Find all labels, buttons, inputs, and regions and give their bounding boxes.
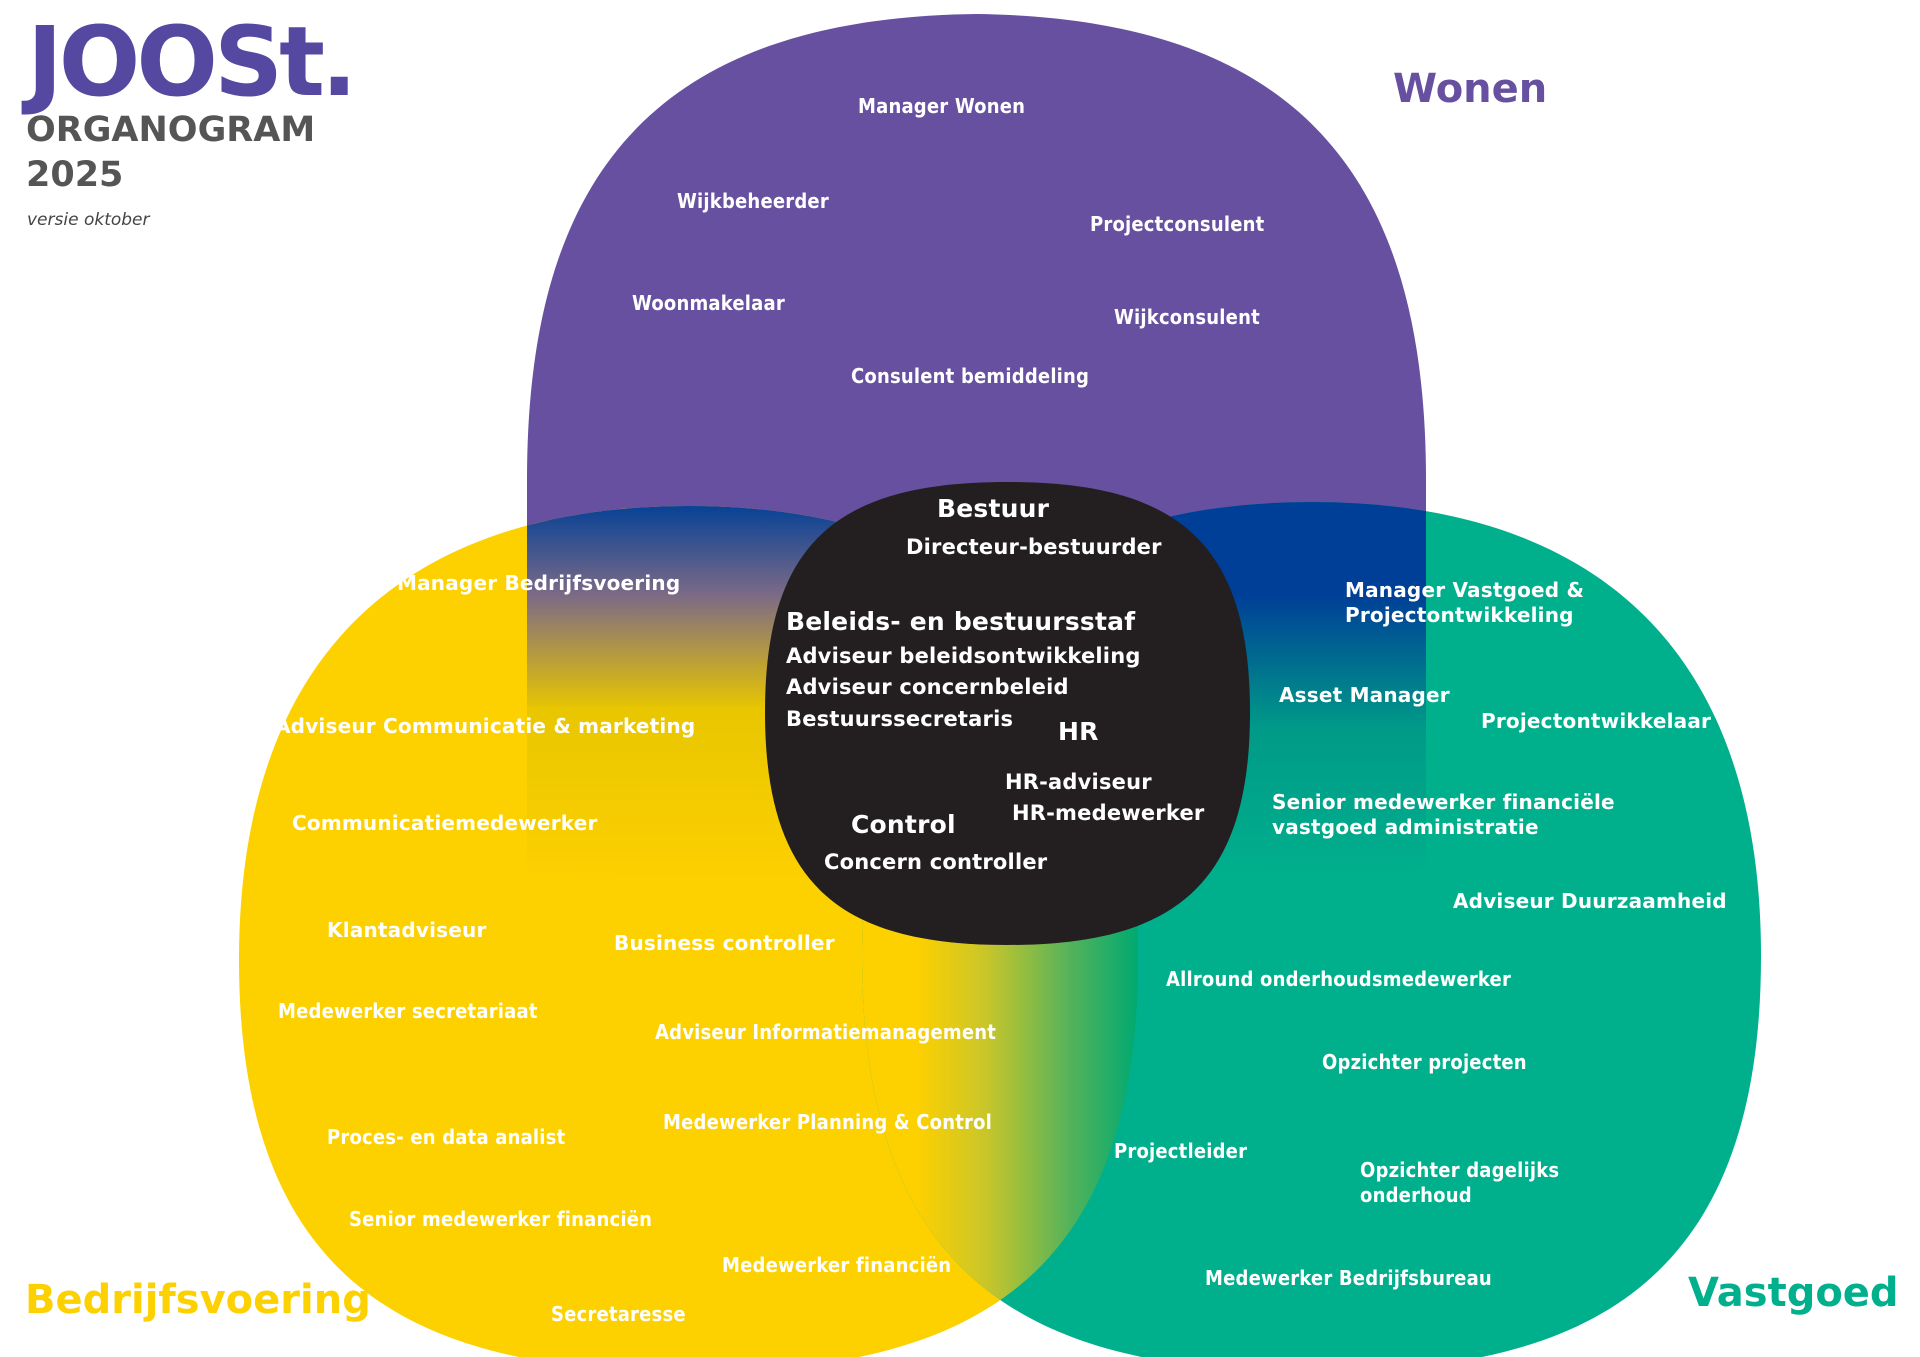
role-hr-medewerker: HR-medewerker [1012,801,1205,825]
center-blob [765,482,1250,945]
role-klantadviseur: Klantadviseur [327,918,487,942]
role-wijkbeheerder: Wijkbeheerder [677,189,829,213]
role-hr-adviseur: HR-adviseur [1005,770,1152,794]
heading-bestuur: Bestuur [937,494,1050,523]
role-medewerker-secretariaat: Medewerker secretariaat [278,999,538,1023]
group-label-wonen: Wonen [1393,66,1548,112]
heading-beleids-bestuursstaf: Beleids- en bestuursstaf [786,607,1136,636]
role-projectleider: Projectleider [1114,1139,1248,1163]
role-directeur-bestuurder: Directeur-bestuurder [906,535,1162,559]
role-proces-data-analist: Proces- en data analist [327,1125,566,1149]
role-senior-medewerker-financien: Senior medewerker financiën [349,1207,653,1231]
group-label-vastgoed: Vastgoed [1688,1270,1899,1316]
page-title: ORGANOGRAM 2025 [26,108,315,198]
role-manager-bedrijfsvoering: Manager Bedrijfsvoering [397,571,681,595]
role-projectontwikkelaar: Projectontwikkelaar [1481,709,1712,733]
role-adviseur-informatiemanagement: Adviseur Informatiemanagement [655,1020,997,1044]
role-communicatiemedewerker: Communicatiemedewerker [292,811,598,835]
role-woonmakelaar: Woonmakelaar [632,291,785,315]
version-label: versie oktober [27,210,150,230]
role-senior-medewerker-financiele-vastgoed-administratie: Senior medewerker financiële vastgoed ad… [1272,790,1615,839]
role-manager-vastgoed-projectontwikkeling: Manager Vastgoed & Projectontwikkeling [1345,578,1585,627]
role-manager-wonen: Manager Wonen [858,94,1026,118]
year-text: 2025 [26,155,124,195]
heading-control: Control [851,810,956,839]
role-opzichter-dagelijks-onderhoud: Opzichter dagelijks onderhoud [1360,1158,1560,1207]
role-business-controller: Business controller [614,931,835,955]
role-projectconsulent: Projectconsulent [1090,212,1265,236]
role-adviseur-communicatie-marketing: Adviseur Communicatie & marketing [275,714,696,738]
heading-hr: HR [1058,717,1099,746]
role-adviseur-duurzaamheid: Adviseur Duurzaamheid [1453,889,1727,913]
role-consulent-bemiddeling: Consulent bemiddeling [851,364,1090,388]
role-concern-controller: Concern controller [824,850,1048,874]
title-text: ORGANOGRAM [26,110,316,150]
role-secretaresse: Secretaresse [551,1302,686,1326]
role-asset-manager: Asset Manager [1279,683,1450,707]
role-wijkconsulent: Wijkconsulent [1114,305,1260,329]
role-medewerker-bedrijfsbureau: Medewerker Bedrijfsbureau [1205,1266,1492,1290]
role-medewerker-planning-control: Medewerker Planning & Control [663,1110,993,1134]
role-adviseur-beleidsontwikkeling: Adviseur beleidsontwikkeling [786,644,1141,668]
role-allround-onderhoudsmedewerker: Allround onderhoudsmedewerker [1166,967,1512,991]
joost-logo: JOOSt. [27,6,357,118]
role-opzichter-projecten: Opzichter projecten [1322,1050,1527,1074]
role-adviseur-concernbeleid: Adviseur concernbeleid [786,675,1069,699]
group-label-bedrijfsvoering: Bedrijfsvoering [25,1277,371,1323]
role-medewerker-financien: Medewerker financiën [722,1253,952,1277]
role-bestuurssecretaris: Bestuurssecretaris [786,707,1014,731]
